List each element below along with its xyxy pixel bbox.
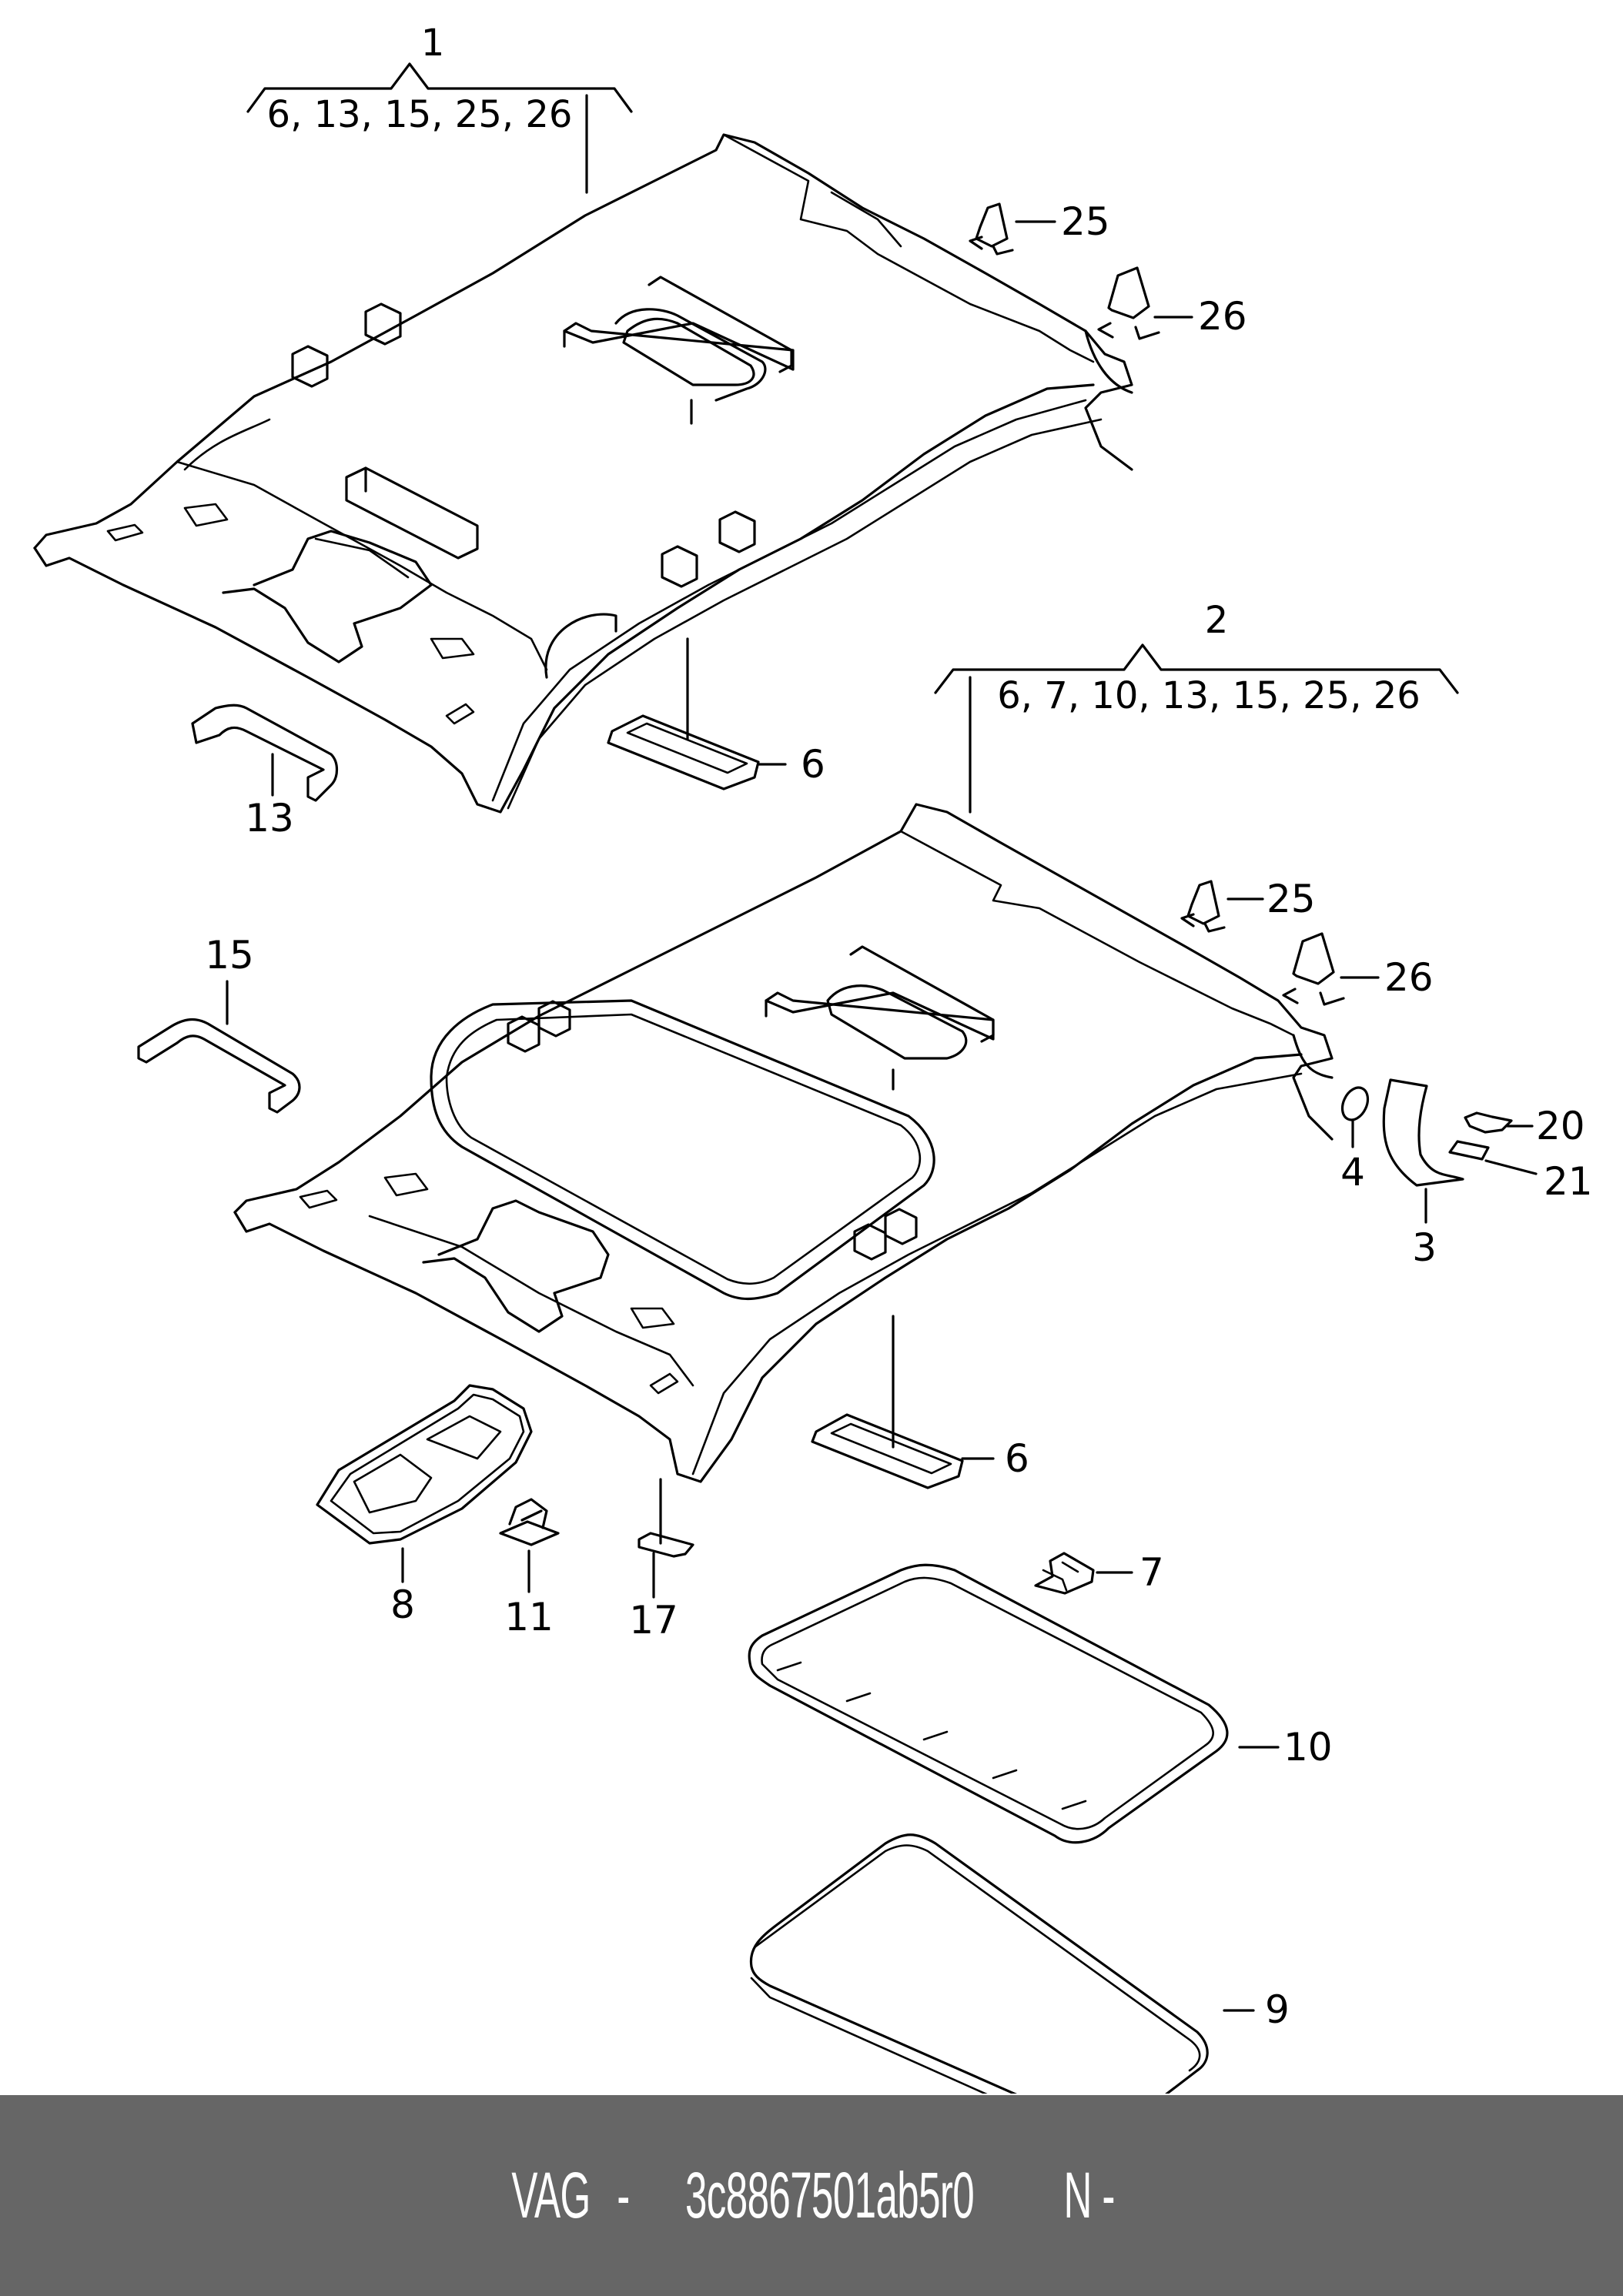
part-20-clip: 20 <box>1464 1104 1585 1148</box>
callout-21: 21 <box>1544 1159 1593 1204</box>
part-9-glass: 9 <box>749 1833 1290 2094</box>
part-15-handle: 15 <box>137 933 301 1114</box>
clip-25-lower: 25 <box>1180 877 1316 933</box>
part-number: 3c8867501ab5r0 <box>685 2159 975 2231</box>
part-10-frame: 10 <box>748 1563 1333 1844</box>
callout-6-upper: 6 <box>801 742 825 787</box>
part-17-pad: 17 <box>629 1478 694 1643</box>
callout-8: 8 <box>390 1582 415 1627</box>
callout-17: 17 <box>629 1598 678 1643</box>
callout-25-lower: 25 <box>1267 877 1316 921</box>
suffix: N - <box>1064 2159 1116 2231</box>
callout-25-upper: 25 <box>1061 199 1110 244</box>
callout-26-upper: 26 <box>1198 294 1247 339</box>
assembly-1-includes: 6, 13, 15, 25, 26 <box>267 93 573 136</box>
callout-3: 3 <box>1412 1225 1437 1270</box>
assembly-2-includes: 6, 7, 10, 13, 15, 25, 26 <box>997 674 1421 717</box>
assembly-2-bracket: 2 6, 7, 10, 13, 15, 25, 26 <box>934 599 1459 814</box>
part-8-console: 8 <box>316 1384 533 1627</box>
callout-20: 20 <box>1536 1104 1585 1148</box>
assembly-1-label: 1 <box>421 22 445 65</box>
clip-25-upper: 25 <box>969 199 1110 256</box>
clip-26-upper: 26 <box>1097 266 1247 340</box>
callout-7: 7 <box>1139 1550 1164 1595</box>
separator: - <box>617 2159 630 2231</box>
brand-name: VAG <box>511 2159 591 2231</box>
part-21-clip: 21 <box>1448 1140 1593 1204</box>
footer-text: VAG - 3c8867501ab5r0 N - <box>500 2158 1123 2233</box>
headliner-1 <box>33 133 1133 814</box>
callout-10: 10 <box>1283 1725 1333 1770</box>
part-3-trim: 3 <box>1382 1078 1464 1270</box>
clip-26-lower: 26 <box>1282 932 1434 1006</box>
callout-11: 11 <box>504 1595 554 1639</box>
part-7-clip: 7 <box>1034 1550 1164 1595</box>
callout-26-lower: 26 <box>1384 955 1434 1000</box>
callout-13: 13 <box>245 796 294 841</box>
parts-diagram: 1 6, 13, 15, 25, 26 <box>33 22 1593 2094</box>
part-6-lower: 6 <box>811 1315 1029 1489</box>
assembly-1-bracket: 1 6, 13, 15, 25, 26 <box>246 22 633 194</box>
callout-9: 9 <box>1265 1987 1290 2032</box>
callout-15: 15 <box>205 933 254 978</box>
assembly-2-label: 2 <box>1205 599 1229 642</box>
part-4-grommet: 4 <box>1340 1086 1370 1195</box>
part-6-upper: 6 <box>607 637 825 790</box>
headliner-2 <box>233 803 1334 1483</box>
part-number-footer: VAG - 3c8867501ab5r0 N - <box>0 2095 1623 2296</box>
part-11-clip: 11 <box>499 1498 560 1639</box>
callout-6-lower: 6 <box>1005 1436 1029 1481</box>
callout-4: 4 <box>1340 1150 1365 1195</box>
part-13-handle: 13 <box>191 704 339 841</box>
